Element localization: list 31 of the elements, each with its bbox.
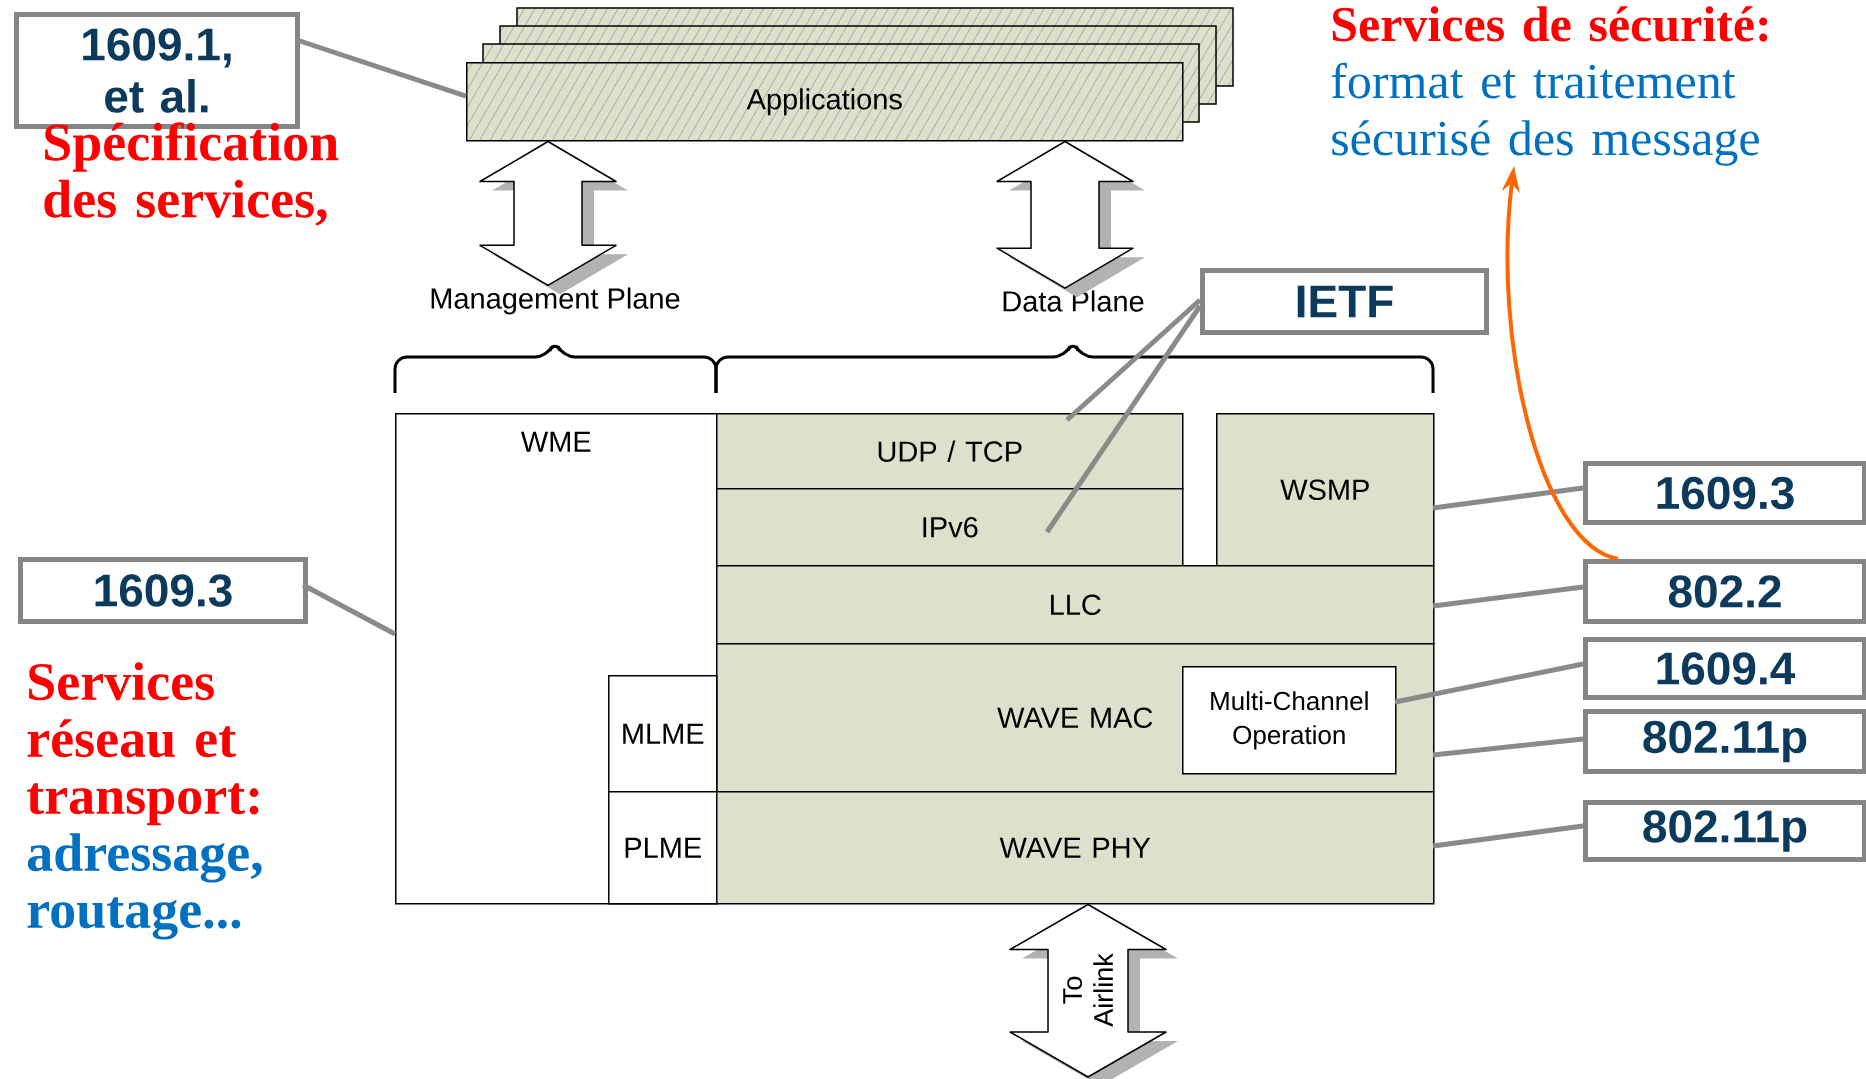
standard-box: 802.2 xyxy=(1583,559,1866,624)
layer-box: MLME xyxy=(608,675,718,793)
leader-line xyxy=(1432,584,1584,609)
standard-box: 802.11p xyxy=(1583,800,1866,862)
layer-box: WSMP xyxy=(1216,413,1435,567)
standard-box: 802.11p xyxy=(1583,709,1866,774)
leader-line xyxy=(301,582,397,637)
layer-box: Multi-Channel Operation xyxy=(1182,666,1397,775)
layer-box: LLC xyxy=(716,565,1435,645)
standard-box: 1609.3 xyxy=(18,557,308,624)
standard-box: 1609.3 xyxy=(1583,461,1866,525)
standard-box: 1609.4 xyxy=(1583,637,1866,700)
layer-box: IPv6 xyxy=(716,488,1184,567)
layer-box: PLME xyxy=(608,791,718,905)
leader-line xyxy=(1432,485,1584,511)
annotation-text: adressage, routage... xyxy=(27,833,262,940)
layer-box: UDP / TCP xyxy=(716,413,1184,490)
double-arrow xyxy=(996,140,1145,298)
leader-line xyxy=(1432,823,1584,849)
plane-label: Management Plane xyxy=(431,287,680,315)
annotation-text: Services réseau et transport: xyxy=(27,662,259,826)
leader-line xyxy=(1044,304,1203,534)
layer-box: WAVE PHY xyxy=(716,791,1435,905)
annotation-text: Services de sécurité: format et traitement sécurisé des message xyxy=(1331,6,1768,166)
leader-line xyxy=(1394,661,1584,705)
double-arrow xyxy=(479,140,628,295)
leader-line xyxy=(1065,298,1202,422)
standard-box: IETF xyxy=(1200,268,1489,335)
applications-stack: Applications xyxy=(466,62,1184,142)
edge-label: To Airlink xyxy=(1062,948,1114,1032)
leader-line xyxy=(1432,736,1584,758)
